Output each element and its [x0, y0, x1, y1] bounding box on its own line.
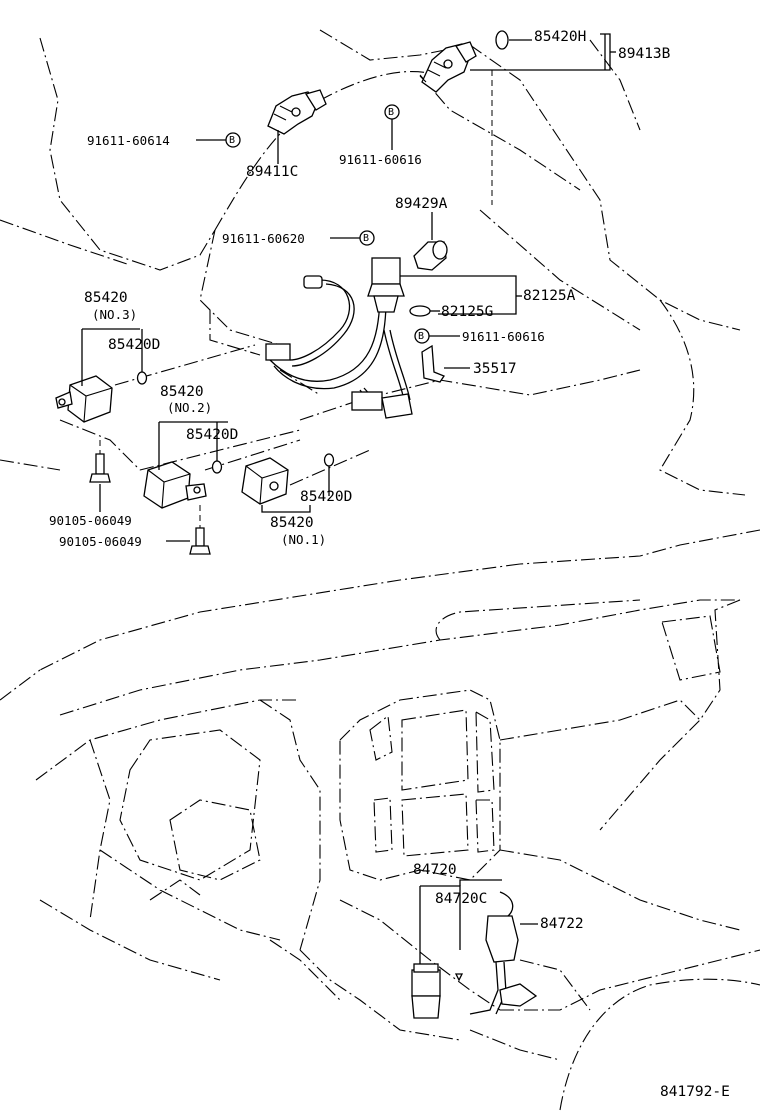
shift-knob-84722 — [469, 915, 538, 1015]
b-marker-1: B — [229, 135, 236, 146]
label-85420-no3: 85420 — [84, 290, 128, 306]
sensor-89413B — [419, 41, 477, 93]
switch-84720 — [411, 963, 441, 1019]
bracket-35517 — [421, 344, 445, 383]
label-85420D-c: 85420D — [300, 489, 353, 505]
sensor-89411C — [267, 89, 327, 135]
seal-85420D-no1 — [323, 453, 335, 467]
grommet-82125G — [409, 305, 431, 317]
b-marker-4: B — [418, 331, 425, 342]
label-85420D-b: 85420D — [186, 427, 239, 443]
seal-85420D-no2 — [211, 460, 223, 474]
label-89429A: 89429A — [395, 196, 448, 212]
label-91611-60616-b: 91611-60616 — [462, 329, 545, 344]
bolt-90105-b — [189, 505, 211, 555]
label-91611-60620: 91611-60620 — [222, 231, 305, 246]
label-85420D-a: 85420D — [108, 337, 161, 353]
relay-no2 — [143, 461, 207, 509]
wire-harness-82125A — [265, 257, 413, 419]
label-89413B: 89413B — [618, 46, 671, 62]
label-84720C: 84720C — [435, 891, 488, 907]
diagram-id: 841792-E — [660, 1084, 730, 1100]
seal-85420D-no3 — [136, 371, 148, 385]
relay-no3 — [55, 375, 113, 423]
label-35517: 35517 — [473, 361, 517, 377]
sensor-89429A — [413, 240, 448, 271]
label-90105-06049-b: 90105-06049 — [59, 534, 142, 549]
b-marker-3: B — [363, 233, 370, 244]
relay-no1 — [241, 457, 289, 505]
leader-lines — [81, 33, 616, 968]
b-markers — [225, 104, 430, 344]
label-82125G: 82125G — [441, 304, 494, 320]
label-85420-no1: 85420 — [270, 515, 314, 531]
label-no1: (NO.1) — [281, 532, 327, 547]
body-outline-upper — [0, 29, 746, 496]
label-85420H: 85420H — [534, 29, 587, 45]
label-91611-60616-a: 91611-60616 — [339, 152, 422, 167]
label-91611-60614: 91611-60614 — [87, 133, 170, 148]
bolt-90105-a — [89, 440, 111, 483]
dashboard-outline — [0, 529, 760, 1111]
label-82125A: 82125A — [523, 288, 576, 304]
label-no3: (NO.3) — [92, 307, 138, 322]
b-marker-2: B — [388, 107, 395, 118]
label-85420-no2: 85420 — [160, 384, 204, 400]
label-84722: 84722 — [540, 916, 584, 932]
label-84720: 84720 — [413, 862, 457, 878]
clip-84720C — [454, 973, 464, 982]
seal-85420H — [495, 30, 509, 50]
label-89411C: 89411C — [246, 164, 299, 180]
label-90105-06049-a: 90105-06049 — [49, 513, 132, 528]
label-no2: (NO.2) — [167, 400, 213, 415]
